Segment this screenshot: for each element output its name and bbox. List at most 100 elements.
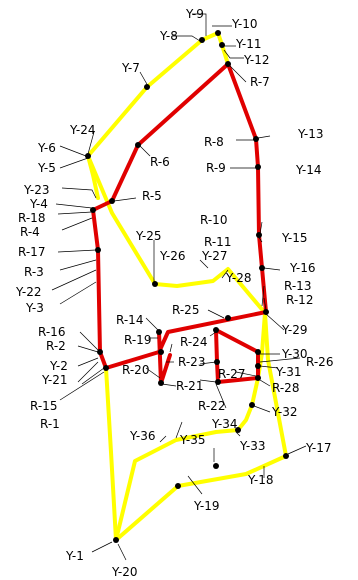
- label-r26: R-26: [306, 355, 333, 369]
- label-y6: Y-6: [37, 141, 56, 155]
- node: [199, 37, 205, 43]
- red-route-west: [91, 208, 108, 370]
- label-y17: Y-17: [305, 441, 332, 455]
- label-r17: R-17: [18, 245, 45, 259]
- node: [113, 537, 119, 543]
- node: [214, 359, 220, 365]
- label-r24: R-24: [180, 335, 207, 349]
- label-r6: R-6: [150, 155, 170, 169]
- label-y3: Y-3: [25, 301, 44, 315]
- yellow-route-east-spur: [263, 311, 288, 458]
- label-r14: R-14: [116, 313, 143, 327]
- label-y26: Y-26: [159, 249, 186, 263]
- node: [90, 207, 96, 213]
- node: [235, 427, 241, 433]
- label-y21: Y-21: [41, 373, 68, 387]
- node: [158, 349, 164, 355]
- node: [109, 198, 115, 204]
- label-y8: Y-8: [159, 29, 178, 43]
- label-y11: Y-11: [235, 37, 262, 51]
- node: [256, 232, 262, 238]
- label-y24: Y-24: [69, 123, 96, 137]
- label-r2: R-2: [46, 339, 66, 353]
- node: [249, 402, 255, 408]
- label-y10: Y-10: [231, 17, 258, 31]
- label-y1: Y-1: [65, 549, 84, 563]
- label-r19: R-19: [124, 333, 151, 347]
- label-y12: Y-12: [243, 53, 270, 67]
- node: [158, 380, 164, 386]
- yellow-routes: [86, 31, 288, 542]
- node: [225, 61, 231, 67]
- label-r10: R-10: [200, 213, 227, 227]
- label-r4: R-4: [20, 225, 40, 239]
- node: [259, 265, 265, 271]
- label-y2: Y-2: [49, 359, 68, 373]
- label-y22: Y-22: [15, 285, 42, 299]
- label-r11: R-11: [204, 235, 231, 249]
- node: [156, 329, 162, 335]
- label-y16: Y-16: [289, 261, 316, 275]
- label-y35: Y-35: [179, 433, 206, 447]
- label-r3: R-3: [24, 265, 44, 279]
- leader-lines: [51, 13, 307, 561]
- label-r20: R-20: [122, 363, 149, 377]
- node: [215, 379, 221, 385]
- label-r12: R-12: [286, 293, 313, 307]
- label-y5: Y-5: [37, 161, 56, 175]
- label-r15: R-15: [30, 399, 57, 413]
- label-y25: Y-25: [135, 229, 162, 243]
- label-r22: R-22: [198, 399, 225, 413]
- node: [103, 365, 109, 371]
- nodes: [85, 30, 289, 543]
- node: [253, 136, 259, 142]
- red-route-middle: [104, 310, 268, 370]
- node: [283, 453, 289, 459]
- label-r27: R-27: [218, 367, 245, 381]
- node: [255, 349, 261, 355]
- node: [219, 42, 225, 48]
- node: [225, 315, 231, 321]
- label-y20: Y-20: [111, 565, 138, 579]
- label-r1: R-1: [40, 417, 60, 431]
- label-y18: Y-18: [247, 473, 274, 487]
- label-r28: R-28: [272, 381, 299, 395]
- node: [213, 327, 219, 333]
- label-y30: Y-30: [281, 347, 308, 361]
- label-r8: R-8: [204, 135, 224, 149]
- node: [263, 309, 269, 315]
- label-r23: R-23: [178, 355, 205, 369]
- label-r13: R-13: [284, 279, 311, 293]
- label-r7: R-7: [250, 75, 270, 89]
- label-y27: Y-27: [201, 249, 228, 263]
- node: [213, 463, 219, 469]
- label-r5: R-5: [142, 189, 162, 203]
- label-r18: R-18: [18, 211, 45, 225]
- label-y19: Y-19: [193, 499, 220, 513]
- label-y13: Y-13: [297, 127, 324, 141]
- yellow-route-diagonal: [86, 154, 267, 315]
- red-route-triangle: [214, 328, 260, 384]
- node: [95, 247, 101, 253]
- label-r9: R-9: [206, 161, 226, 175]
- label-y32: Y-32: [271, 405, 298, 419]
- yellow-route-south: [114, 454, 288, 542]
- yellow-route-north: [86, 31, 230, 158]
- label-y7: Y-7: [121, 61, 140, 75]
- label-y4: Y-4: [29, 197, 48, 211]
- node: [85, 153, 91, 159]
- node: [255, 375, 261, 381]
- node: [152, 281, 158, 287]
- label-y36: Y-36: [129, 429, 156, 443]
- label-y29: Y-29: [281, 323, 308, 337]
- node: [255, 363, 261, 369]
- node: [135, 142, 141, 148]
- label-y9: Y-9: [185, 7, 204, 21]
- label-r16: R-16: [38, 325, 65, 339]
- label-y28: Y-28: [225, 271, 252, 285]
- label-r25: R-25: [172, 303, 199, 317]
- label-y23: Y-23: [23, 183, 50, 197]
- label-y31: Y-31: [275, 365, 302, 379]
- node: [175, 483, 181, 489]
